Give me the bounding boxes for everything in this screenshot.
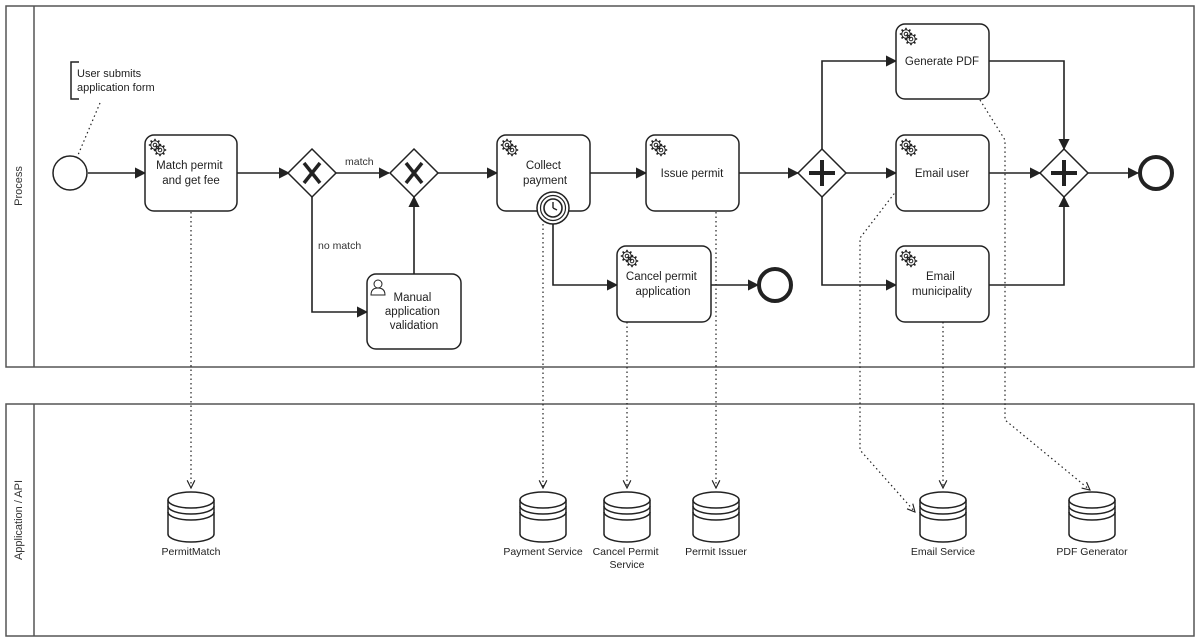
database-icon [692, 491, 740, 543]
parallel-gateway-fork[interactable] [796, 147, 848, 199]
svg-text:Email municipality: Email municipality [912, 271, 972, 298]
task-label: application [636, 286, 691, 298]
svg-text:Permit Issuer: Permit Issuer [685, 546, 747, 558]
svg-text:Cancel permit applicatio: Cancel permit application [626, 271, 700, 298]
task-label: Cancel permit [626, 271, 698, 283]
svg-text:Cancel Permit Service: Cancel Permit Service [593, 546, 662, 571]
flow-no-match [311, 196, 369, 318]
task-label: Issue permit [661, 168, 724, 180]
data-store-label: Payment Service [503, 546, 583, 558]
task-email-user[interactable]: Email user [895, 134, 990, 212]
data-store-label: PDF Generator [1056, 546, 1128, 558]
flow-fork-to-pdf [821, 55, 898, 149]
svg-text:Collect payment: Collect payment [523, 160, 568, 187]
flow-timer-to-cancel [552, 224, 619, 291]
task-manual-validation[interactable]: Manual application validation [366, 273, 462, 350]
x-icon [302, 161, 322, 185]
task-label: Manual [394, 292, 432, 304]
plus-icon [809, 160, 835, 186]
task-label: Email [926, 271, 955, 283]
text-annotation: User submits application form [70, 61, 155, 156]
svg-text:Issue permit: Issue permit [661, 168, 724, 180]
plus-icon [1051, 160, 1077, 186]
task-label: and get fee [162, 175, 220, 187]
task-label: Match permit [156, 160, 223, 172]
sequence-flows [88, 55, 1140, 318]
task-cancel-permit[interactable]: Cancel permit application [616, 245, 712, 323]
database-icon [919, 491, 967, 543]
clock-icon [543, 198, 563, 218]
exclusive-gateway-2[interactable] [388, 147, 440, 199]
data-store-label: Email Service [911, 546, 975, 558]
database-icon [519, 491, 567, 543]
flow-municipality-to-join [989, 195, 1070, 286]
data-store-label: Permit Issuer [685, 546, 747, 558]
data-store-permit-issuer[interactable]: Permit Issuer [685, 491, 747, 558]
data-associations [191, 99, 1090, 512]
task-label: validation [390, 320, 439, 332]
database-icon [1068, 491, 1116, 543]
data-store-label: PermitMatch [162, 546, 221, 558]
parallel-gateway-join[interactable] [1038, 147, 1090, 199]
data-store-pdf-generator[interactable]: PDF Generator [1056, 491, 1128, 558]
lane-title-process: Process [13, 166, 25, 206]
svg-text:Generate PDF: Generate PDF [905, 56, 979, 68]
task-generate-pdf[interactable]: Generate PDF [895, 23, 990, 100]
svg-text:Payment Service: Payment Service [503, 546, 583, 558]
assoc-pdf-generator [979, 99, 1090, 490]
svg-text:Manual application: Manual application validation [385, 292, 443, 332]
flow-fork-to-email-municipality [821, 197, 898, 291]
flow-label-match: match [345, 156, 374, 168]
task-label: payment [523, 175, 568, 187]
assoc-email-user [859, 189, 915, 512]
task-issue-permit[interactable]: Issue permit [645, 134, 740, 212]
user-icon [370, 279, 386, 296]
data-store-label: Cancel Permit [593, 546, 659, 558]
svg-text:PermitMatch: PermitMatch [162, 546, 221, 558]
end-event[interactable] [1138, 155, 1174, 191]
svg-text:Email Service: Email Service [911, 546, 975, 558]
lane-application-api: Application / API [5, 403, 1195, 637]
task-label: municipality [912, 286, 972, 298]
data-store-email-service[interactable]: Email Service [911, 491, 975, 558]
data-store-permitmatch[interactable]: PermitMatch [162, 491, 221, 558]
task-label: application [385, 306, 440, 318]
data-store-payment-service[interactable]: Payment Service [503, 491, 583, 558]
flow-pdf-to-join [989, 60, 1070, 151]
task-email-municipality[interactable]: Email municipality [895, 245, 990, 323]
x-icon [404, 161, 424, 185]
annotation-line-1: User submits [77, 68, 142, 80]
svg-text:PDF Generator: PDF Generator [1056, 546, 1128, 558]
task-label: Collect [526, 160, 562, 172]
task-label: Email user [915, 168, 969, 180]
lane-title-application-api: Application / API [13, 480, 25, 560]
task-label: Generate PDF [905, 56, 979, 68]
database-icon [603, 491, 651, 543]
end-event-cancel[interactable] [757, 267, 793, 303]
task-match-permit[interactable]: Match permit and get fee [144, 134, 238, 212]
task-collect-payment[interactable]: Collect payment [496, 134, 591, 212]
annotation-line-2: application form [77, 82, 155, 94]
svg-text:Match permit and get fee: Match permit and get fee [156, 160, 226, 187]
timer-boundary-event[interactable] [536, 191, 570, 225]
start-event[interactable] [52, 155, 88, 191]
data-store-label: Service [609, 559, 644, 571]
flow-label-no-match: no match [318, 240, 361, 252]
data-store-cancel-permit-service[interactable]: Cancel Permit Service [593, 491, 662, 571]
exclusive-gateway-1[interactable] [286, 147, 338, 199]
svg-text:Email user: Email user [915, 168, 969, 180]
database-icon [167, 491, 215, 543]
lane-process: Process [5, 5, 1195, 368]
